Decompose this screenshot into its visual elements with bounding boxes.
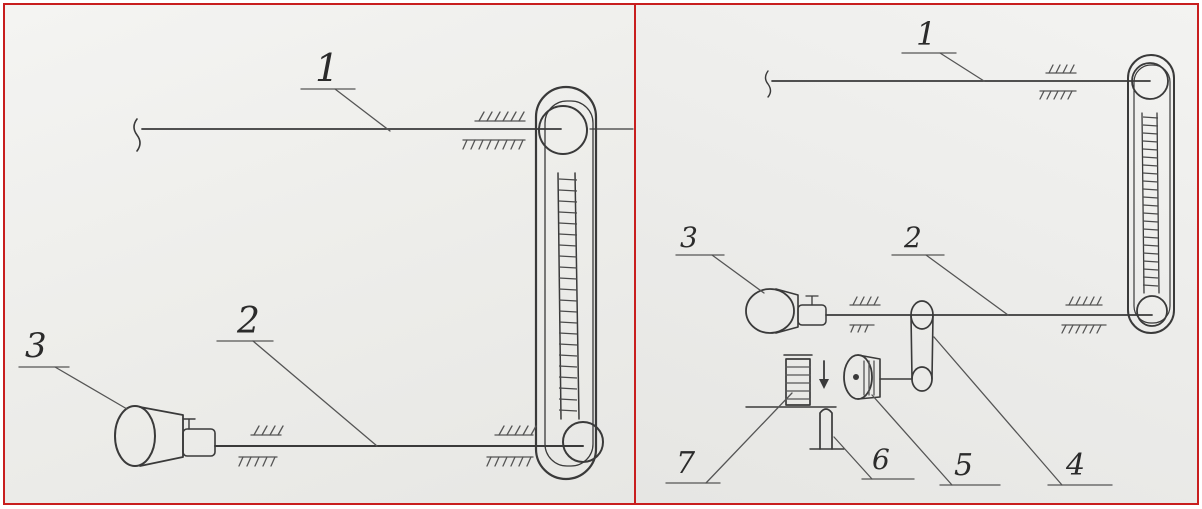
belt-tooth bbox=[558, 310, 578, 313]
belt-tooth bbox=[558, 343, 578, 346]
right-sketch: 1 bbox=[665, 15, 1175, 486]
belt-tooth bbox=[558, 244, 578, 247]
bearing-2b-hatch bbox=[1061, 296, 1107, 334]
leader-3 bbox=[711, 254, 765, 294]
belt-tooth bbox=[1142, 156, 1159, 159]
belt-tooth bbox=[1142, 228, 1159, 231]
leader-6 bbox=[833, 436, 873, 480]
belt-tooth bbox=[1142, 124, 1159, 127]
label-3: 3 bbox=[680, 221, 698, 254]
belt-drive bbox=[1127, 54, 1175, 334]
belt-tooth bbox=[1142, 140, 1159, 143]
leader-7 bbox=[705, 392, 793, 484]
motor-3 bbox=[114, 405, 216, 467]
belt-tooth bbox=[558, 233, 578, 236]
belt-tooth bbox=[558, 387, 578, 390]
belt-teeth bbox=[558, 178, 578, 412]
belt-tooth bbox=[1142, 116, 1159, 119]
belt-tooth bbox=[1142, 244, 1159, 247]
bearing-2a-hatch bbox=[238, 425, 284, 467]
left-sketch-panel: 1 bbox=[3, 3, 636, 505]
belt-tooth bbox=[1142, 260, 1159, 263]
label-5: 5 bbox=[954, 448, 973, 483]
roller-5 bbox=[843, 354, 913, 400]
label-3: 3 bbox=[25, 326, 47, 366]
label-2: 2 bbox=[903, 221, 922, 254]
label-1: 1 bbox=[315, 46, 339, 90]
label-6: 6 bbox=[872, 443, 890, 476]
leader-1 bbox=[334, 88, 391, 132]
leader-5 bbox=[871, 394, 953, 486]
belt-tooth bbox=[1142, 164, 1159, 167]
belt-tooth bbox=[558, 398, 578, 401]
belt-tooth bbox=[1142, 196, 1159, 199]
belt-tooth bbox=[1142, 180, 1159, 183]
bearing-1-hatch bbox=[1039, 64, 1077, 100]
belt-tooth bbox=[558, 266, 578, 269]
belt-tooth bbox=[558, 189, 578, 192]
motor-3 bbox=[745, 288, 827, 334]
belt-tooth bbox=[558, 354, 578, 357]
label-2: 2 bbox=[236, 301, 260, 342]
right-sketch-panel: 1 bbox=[634, 3, 1199, 505]
belt-tooth bbox=[558, 200, 578, 203]
belt-tooth bbox=[558, 365, 578, 368]
feed-arrow-icon bbox=[819, 360, 829, 389]
belt-tooth bbox=[558, 288, 578, 291]
belt-tooth bbox=[558, 277, 578, 280]
pulley-upper bbox=[1131, 62, 1169, 100]
belt-tooth bbox=[558, 299, 578, 302]
belt-tooth bbox=[1142, 220, 1159, 223]
left-sketch: 1 bbox=[18, 46, 634, 481]
spool-7 bbox=[745, 354, 837, 408]
belt-tooth bbox=[1142, 212, 1159, 215]
belt-tooth bbox=[558, 222, 578, 225]
bearing-2b-hatch bbox=[486, 425, 537, 467]
leader-2 bbox=[925, 254, 1009, 316]
stop-6 bbox=[809, 408, 845, 450]
leader-2 bbox=[252, 340, 378, 447]
pulley-upper bbox=[538, 105, 588, 155]
belt-tooth bbox=[1142, 268, 1159, 271]
pulley-lower bbox=[1136, 295, 1168, 327]
shaft-1-break-mark bbox=[133, 118, 141, 152]
label-4: 4 bbox=[1065, 448, 1085, 483]
belt-tooth bbox=[558, 409, 578, 412]
leader-1 bbox=[939, 52, 985, 82]
leader-4 bbox=[933, 336, 1063, 486]
belt-tooth bbox=[1142, 188, 1159, 191]
bearing-1-top-hatch bbox=[474, 111, 526, 122]
pulley-lower bbox=[562, 421, 604, 463]
label-1: 1 bbox=[916, 15, 936, 53]
leader-3 bbox=[54, 366, 128, 410]
belt-tooth bbox=[1142, 148, 1159, 151]
shaft-1-break-mark bbox=[764, 70, 772, 98]
belt-teeth bbox=[1142, 116, 1159, 287]
belt-drive bbox=[534, 85, 604, 481]
belt-tooth bbox=[558, 376, 578, 379]
belt-tooth bbox=[1142, 236, 1159, 239]
label-7: 7 bbox=[676, 446, 696, 481]
belt-tooth bbox=[1142, 276, 1159, 279]
belt-tooth bbox=[558, 321, 578, 324]
belt-tooth bbox=[1142, 132, 1159, 135]
bearing-2a-hatch bbox=[849, 296, 881, 333]
bearing-1-bottom-hatch bbox=[462, 139, 526, 150]
belt-tooth bbox=[558, 211, 578, 214]
belt-tooth bbox=[558, 255, 578, 258]
belt-tooth bbox=[1142, 172, 1159, 175]
belt-tooth bbox=[1142, 284, 1159, 287]
belt-tooth bbox=[1142, 204, 1159, 207]
belt-tooth bbox=[558, 178, 578, 181]
belt-tooth bbox=[1142, 252, 1159, 255]
belt-tooth bbox=[558, 332, 578, 335]
